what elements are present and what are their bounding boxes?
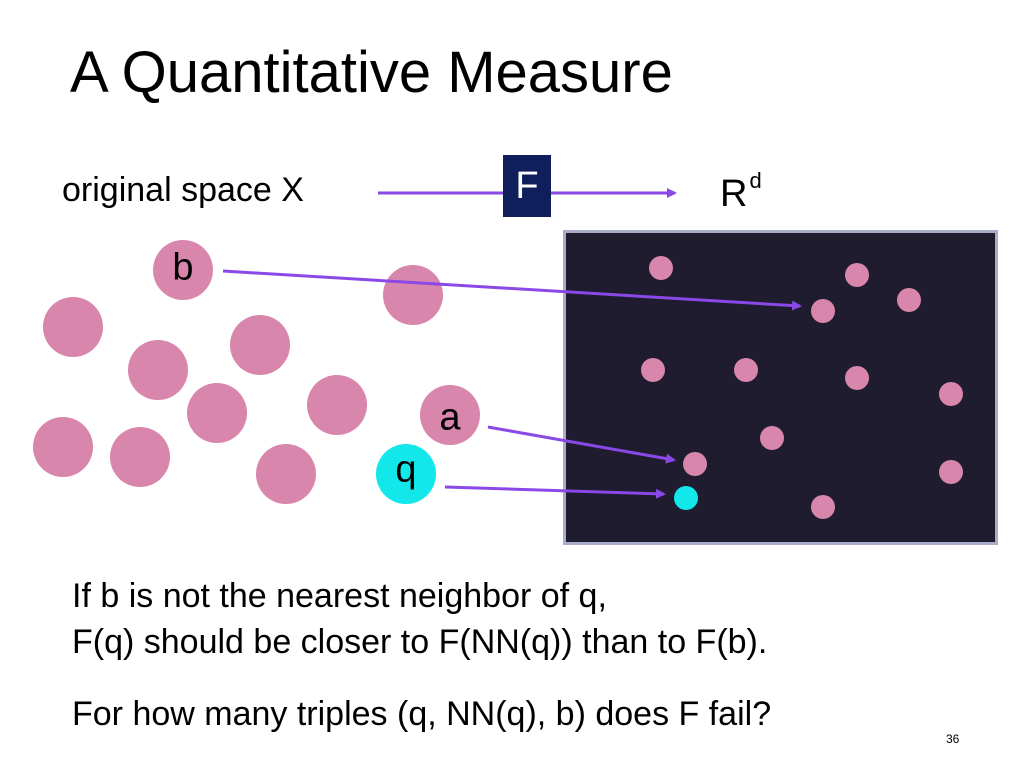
embedded-point: [649, 256, 673, 280]
point: [187, 383, 247, 443]
point-q: [376, 444, 436, 504]
map-f-box: F: [503, 155, 551, 217]
page-number: 36: [946, 732, 960, 746]
target-space-exponent: d: [749, 168, 762, 193]
label-b: b: [172, 246, 194, 289]
embedded-points: [641, 256, 963, 519]
embedded-point: [939, 382, 963, 406]
slide-title: A Quantitative Measure: [70, 40, 673, 105]
embedded-point: [845, 263, 869, 287]
embedded-point: [939, 460, 963, 484]
original-points: [33, 240, 480, 504]
label-a: a: [439, 396, 461, 439]
point: [110, 427, 170, 487]
body-text-line-2: F(q) should be closer to F(NN(q)) than t…: [72, 623, 768, 661]
point: [128, 340, 188, 400]
arrow-a: [487, 425, 676, 464]
embedded-point: [811, 495, 835, 519]
point: [33, 417, 93, 477]
arrow-b: [222, 269, 802, 311]
point: [230, 315, 290, 375]
target-space-base: R: [720, 173, 748, 215]
embedded-point: [760, 426, 784, 450]
map-f-label: F: [515, 164, 539, 207]
body-question: For how many triples (q, NN(q), b) does …: [72, 695, 772, 733]
arrow-q: [444, 485, 666, 499]
embedded-point: [897, 288, 921, 312]
body-text-line-1: If b is not the nearest neighbor of q,: [72, 577, 607, 615]
point: [383, 265, 443, 325]
embedded-point: [734, 358, 758, 382]
embedded-point: [845, 366, 869, 390]
point: [307, 375, 367, 435]
embedded-point-b: [811, 299, 835, 323]
point-a: [420, 385, 480, 445]
embedded-point: [641, 358, 665, 382]
point-b: [153, 240, 213, 300]
embedded-point-q: [674, 486, 698, 510]
label-q: q: [395, 448, 417, 491]
target-space-label: Rd: [720, 168, 762, 216]
embedded-point-a: [683, 452, 707, 476]
point: [256, 444, 316, 504]
original-space-label: original space X: [62, 171, 304, 209]
point: [43, 297, 103, 357]
